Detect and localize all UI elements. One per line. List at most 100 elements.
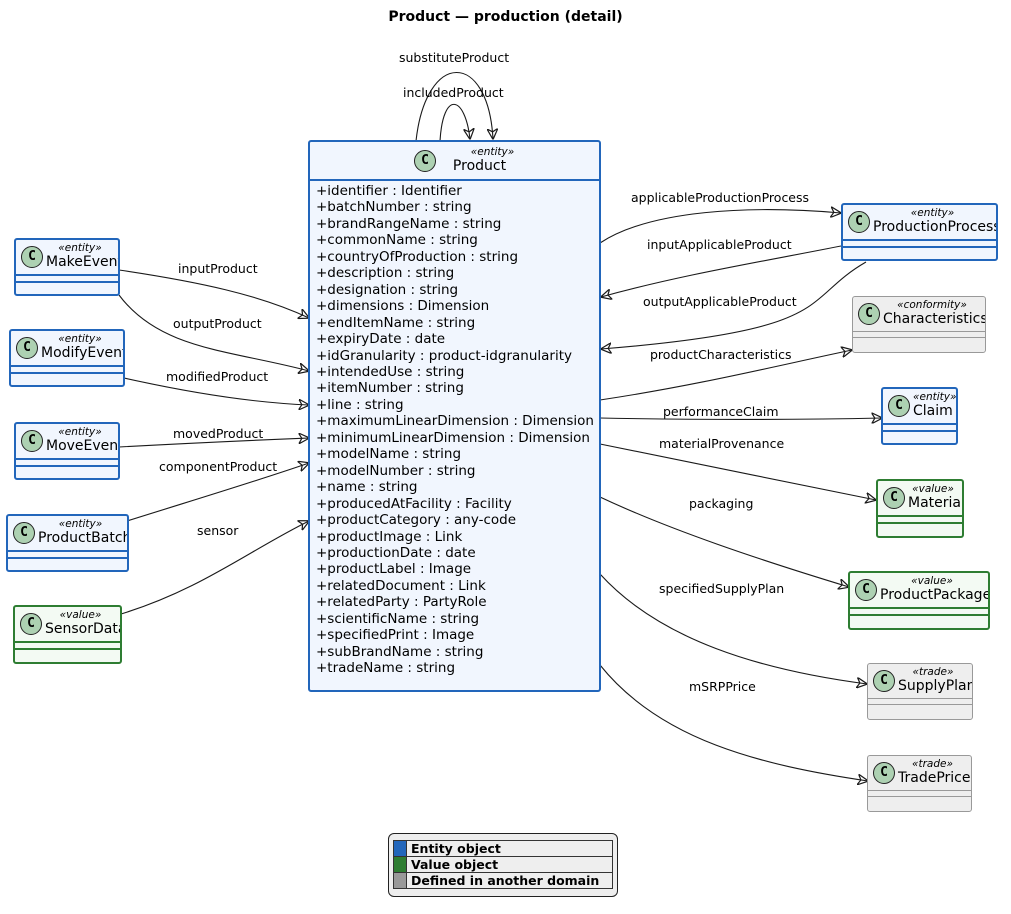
edge-sensor [120, 521, 309, 615]
class-production-process[interactable]: C «entity» ProductionProcess [841, 203, 998, 261]
class-characteristics[interactable]: C «conformity» Characteristics [852, 296, 986, 353]
attribute-row: +productionDate : date [316, 544, 476, 561]
class-material[interactable]: C «value» Material [876, 479, 964, 538]
legend-swatch-entity [393, 840, 407, 857]
edge-substitute-product [415, 71, 493, 142]
label-included-product: includedProduct [403, 85, 504, 100]
label-component-product: componentProduct [159, 459, 277, 474]
stereotype: «entity» [470, 146, 515, 158]
attribute-row: +dimensions : Dimension [316, 298, 490, 315]
edge-packaging [599, 496, 849, 587]
label-performance-claim: performanceClaim [663, 404, 779, 419]
edge-output-applicable-product [601, 261, 867, 349]
attribute-row: +description : string [316, 265, 455, 282]
class-icon: C [16, 337, 38, 359]
class-icon: C [21, 430, 43, 452]
label-specified-supply-plan: specifiedSupplyPlan [659, 581, 784, 596]
class-name: Characteristics [883, 311, 986, 327]
class-icon: C [13, 522, 35, 544]
edge-msrp-price [599, 664, 868, 781]
attribute-row: +itemNumber : string [316, 380, 464, 397]
attribute-row: +identifier : Identifier [316, 183, 462, 199]
legend: Entity object Value object Defined in an… [388, 833, 618, 897]
attribute-row: +scientificName : string [316, 610, 480, 627]
class-name: ModifyEvent [41, 345, 125, 361]
stereotype: «conformity» [897, 299, 967, 311]
diagram-title: Product — production (detail) [388, 9, 623, 25]
attribute-row: +relatedDocument : Link [316, 577, 486, 594]
attribute-row: +batchNumber : string [316, 199, 472, 216]
attribute-row: +productImage : Link [316, 528, 463, 545]
label-input-applicable-product: inputApplicableProduct [647, 237, 792, 252]
edge-component-product [126, 463, 309, 522]
class-name: Product [452, 158, 507, 174]
attribute-row: +tradeName : string [316, 660, 456, 677]
label-applicable-production-process: applicableProductionProcess [631, 190, 809, 205]
class-product-package[interactable]: C «value» ProductPackage [848, 571, 990, 630]
stereotype: «entity» [58, 518, 103, 530]
class-icon: C [21, 246, 43, 268]
class-name: ProductionProcess [873, 219, 998, 235]
attribute-row: +modelName : string [316, 446, 462, 463]
class-name: Claim [913, 403, 953, 419]
class-name: MakeEvent [46, 254, 120, 270]
legend-entity-label: Entity object [406, 840, 613, 857]
class-product-batch[interactable]: C «entity» ProductBatch [6, 514, 129, 572]
label-product-characteristics: productCharacteristics [650, 347, 792, 362]
class-icon: C [888, 395, 910, 417]
class-icon: C [848, 211, 870, 233]
class-modify-event[interactable]: C «entity» ModifyEvent [9, 329, 125, 387]
attribute-row: +subBrandName : string [316, 643, 484, 660]
stereotype: «trade» [912, 758, 953, 770]
label-input-product: inputProduct [178, 261, 258, 276]
edge-applicable-production-process [599, 210, 841, 244]
class-name: SensorData [45, 621, 122, 637]
class-icon: C [855, 579, 877, 601]
label-material-provenance: materialProvenance [659, 436, 784, 451]
attribute-list: +identifier : Identifier+batchNumber : s… [310, 179, 599, 679]
attribute-row: +endItemName : string [316, 314, 476, 331]
edge-included-product [439, 104, 470, 142]
edge-material-provenance [599, 443, 876, 500]
class-icon: C [414, 149, 436, 172]
class-sensor-data[interactable]: C «value» SensorData [13, 605, 122, 664]
attribute-row: +line : string [316, 396, 404, 413]
class-make-event[interactable]: C «entity» MakeEvent [14, 238, 120, 296]
class-claim[interactable]: C «entity» Claim [881, 387, 958, 445]
class-trade-price[interactable]: C «trade» TradePrice [867, 755, 972, 812]
stereotype: «entity» [913, 391, 957, 403]
label-sensor: sensor [197, 523, 239, 538]
edge-output-product [118, 294, 309, 371]
class-move-event[interactable]: C «entity» MoveEvent [14, 422, 120, 480]
stereotype: «trade» [912, 666, 954, 678]
attribute-row: +producedAtFacility : Facility [316, 495, 512, 512]
stereotype: «value» [59, 609, 102, 621]
label-output-product: outputProduct [173, 316, 262, 331]
class-supply-plan[interactable]: C «trade» SupplyPlan [867, 663, 973, 720]
class-icon: C [873, 670, 895, 692]
edge-input-product [118, 269, 309, 318]
legend-swatch-other [393, 872, 407, 889]
attribute-row: +commonName : string [316, 232, 478, 249]
label-output-applicable-product: outputApplicableProduct [643, 294, 797, 309]
stereotype: «value» [911, 575, 953, 587]
legend-value-label: Value object [406, 856, 613, 873]
edge-product-characteristics [599, 350, 852, 401]
class-name: SupplyPlan [898, 678, 973, 694]
attribute-row: +relatedParty : PartyRole [316, 594, 487, 611]
class-product[interactable]: C «entity» Product +identifier : Identif… [308, 140, 601, 692]
attribute-row: +countryOfProduction : string [316, 248, 519, 265]
attribute-row: +expiryDate : date [316, 331, 446, 348]
legend-other-label: Defined in another domain [406, 872, 613, 889]
attribute-row: +modelNumber : string [316, 462, 476, 479]
attribute-row: +intendedUse : string [316, 363, 465, 380]
edge-performance-claim [599, 418, 882, 420]
stereotype: «entity» [58, 426, 102, 438]
class-name: ProductPackage [880, 587, 990, 603]
edge-specified-supply-plan [599, 573, 867, 684]
edge-input-applicable-product [601, 245, 842, 297]
class-icon: C [858, 303, 880, 325]
class-icon: C [883, 487, 905, 509]
attribute-row: +productCategory : any-code [316, 512, 517, 529]
